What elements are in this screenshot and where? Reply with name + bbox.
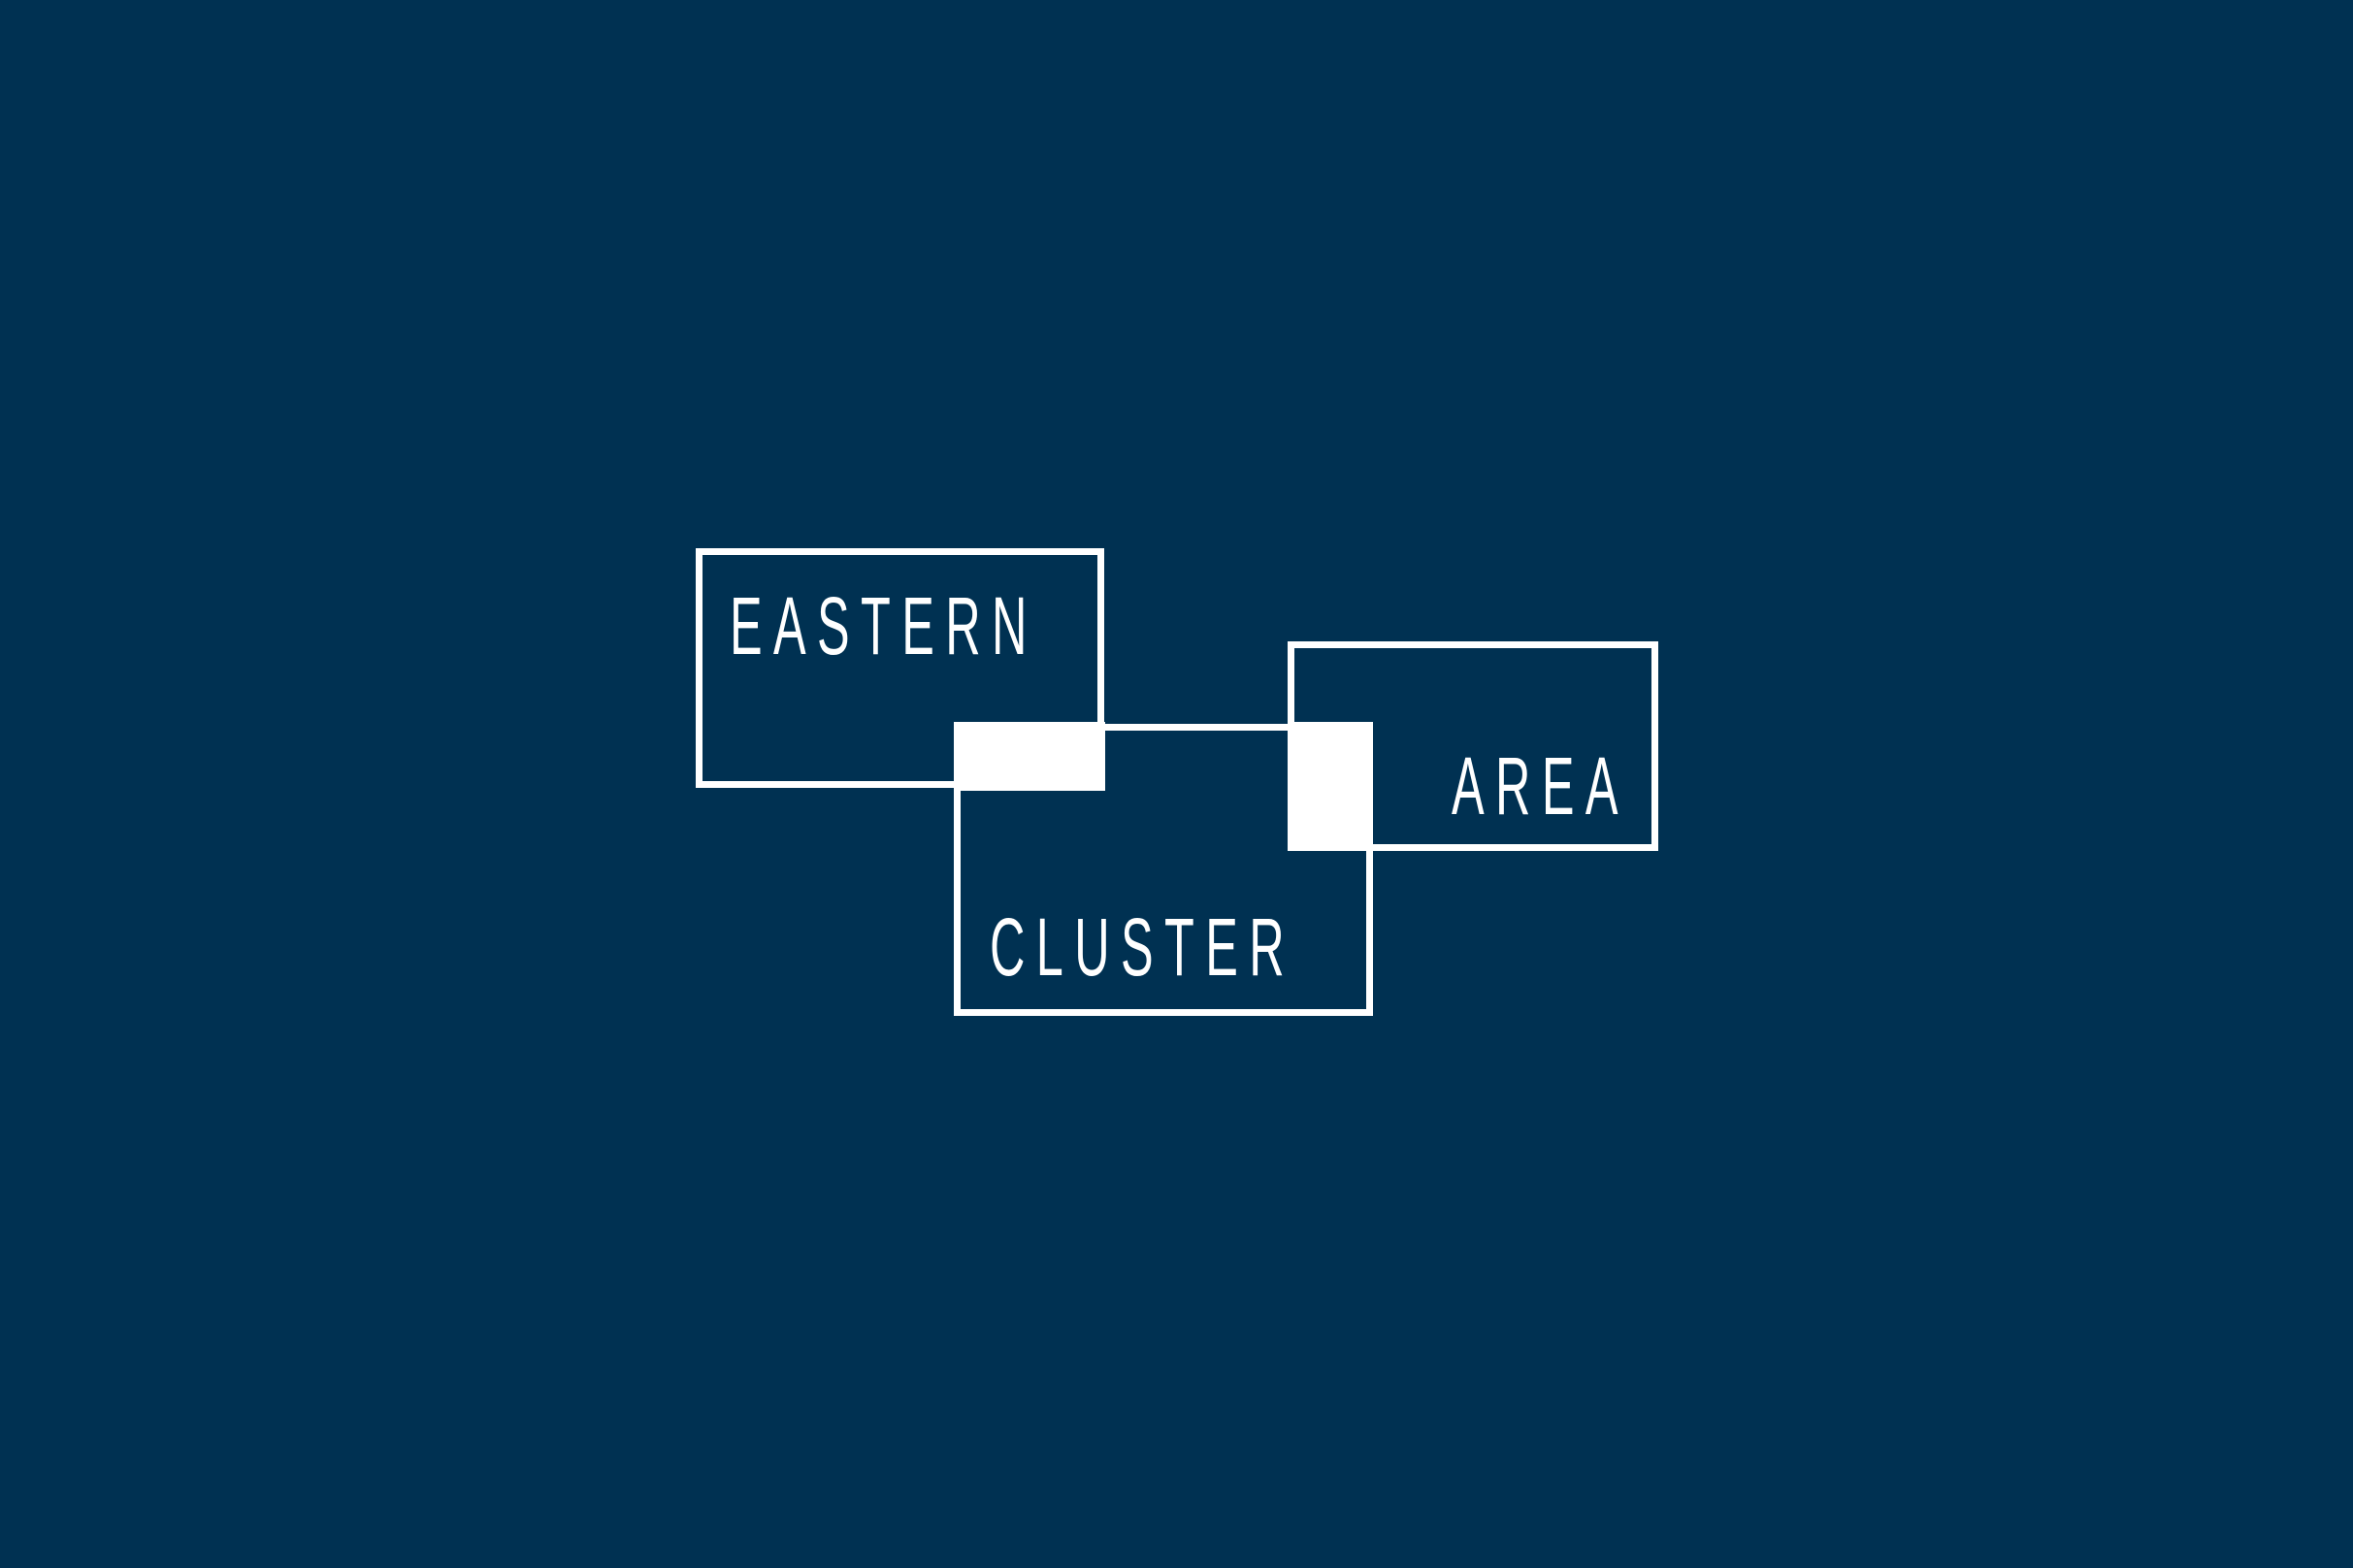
- connector-line: [1096, 724, 1291, 731]
- eastern-box: [696, 548, 1104, 788]
- word-area: AREA: [1452, 740, 1629, 832]
- word-cluster: CLUSTER: [990, 901, 1296, 993]
- overlap-block-left: [954, 722, 1105, 791]
- word-eastern: EASTERN: [730, 580, 1038, 671]
- overlap-block-right: [1288, 722, 1373, 851]
